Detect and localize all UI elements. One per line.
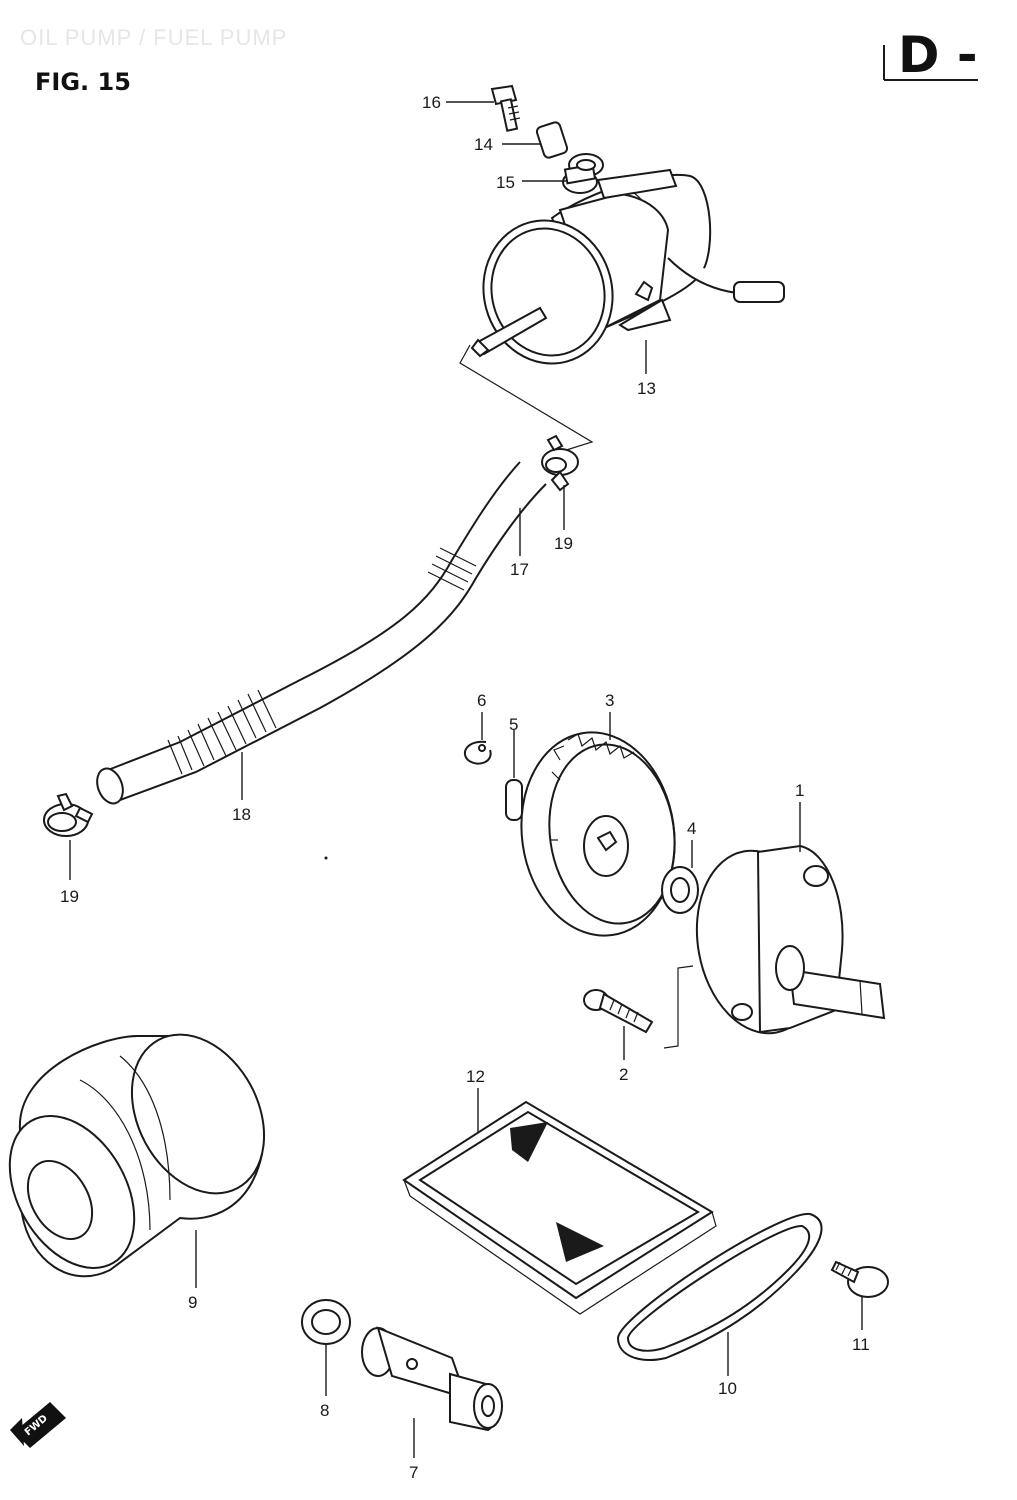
callout-19-upper: 19 — [554, 534, 573, 553]
callout-9: 9 — [188, 1293, 197, 1312]
fitting-7-icon — [361, 1326, 503, 1432]
callout-18: 18 — [232, 805, 251, 824]
oil-filter-9-icon — [8, 1033, 266, 1278]
callout-14: 14 — [474, 135, 493, 154]
callout-4: 4 — [687, 819, 696, 838]
hose-clamp-19-lower-icon — [43, 792, 94, 837]
oil-pump-1-icon — [695, 844, 886, 1035]
oil-strainer-12-icon — [402, 1100, 717, 1315]
stray-dot — [324, 856, 328, 860]
callout-3: 3 — [605, 691, 614, 710]
fwd-arrow-badge: FWD — [10, 1402, 66, 1448]
bolt-16-icon — [490, 84, 521, 132]
callout-2: 2 — [619, 1065, 628, 1084]
leader-lines — [69, 101, 863, 1458]
callout-15: 15 — [496, 173, 515, 192]
callout-17: 17 — [510, 560, 529, 579]
callout-8: 8 — [320, 1401, 329, 1420]
callout-10: 10 — [718, 1379, 737, 1398]
callout-13: 13 — [637, 379, 656, 398]
callout-16: 16 — [422, 93, 441, 112]
corner-code-box: D - — [883, 26, 978, 84]
callout-19-lower: 19 — [60, 887, 79, 906]
bolt-11-icon — [830, 1260, 889, 1298]
collar-14-icon — [535, 121, 569, 159]
corner-code: D - — [898, 26, 978, 84]
callout-5: 5 — [509, 715, 518, 734]
callout-7: 7 — [409, 1463, 418, 1482]
callout-6: 6 — [477, 691, 486, 710]
washer-4-icon — [661, 866, 699, 914]
circlip-6-icon — [463, 740, 492, 765]
fuel-pump-13-icon — [470, 168, 785, 365]
pin-5-icon — [505, 779, 523, 821]
fuel-hose-icon — [96, 461, 547, 805]
callout-11: 11 — [852, 1335, 870, 1354]
callout-1: 1 — [795, 781, 804, 800]
hose-clamp-19-upper-icon — [541, 434, 579, 492]
callout-12: 12 — [466, 1067, 485, 1086]
grommet-15-icon — [562, 153, 604, 194]
washer-8-icon — [301, 1299, 351, 1345]
gasket-10-icon — [616, 1212, 823, 1361]
screw-2-icon — [583, 989, 654, 1034]
oil-pump-gear-3-icon — [520, 731, 676, 937]
section-title: OIL PUMP / FUEL PUMP — [20, 25, 287, 50]
figure-label: FIG. 15 — [35, 68, 131, 96]
